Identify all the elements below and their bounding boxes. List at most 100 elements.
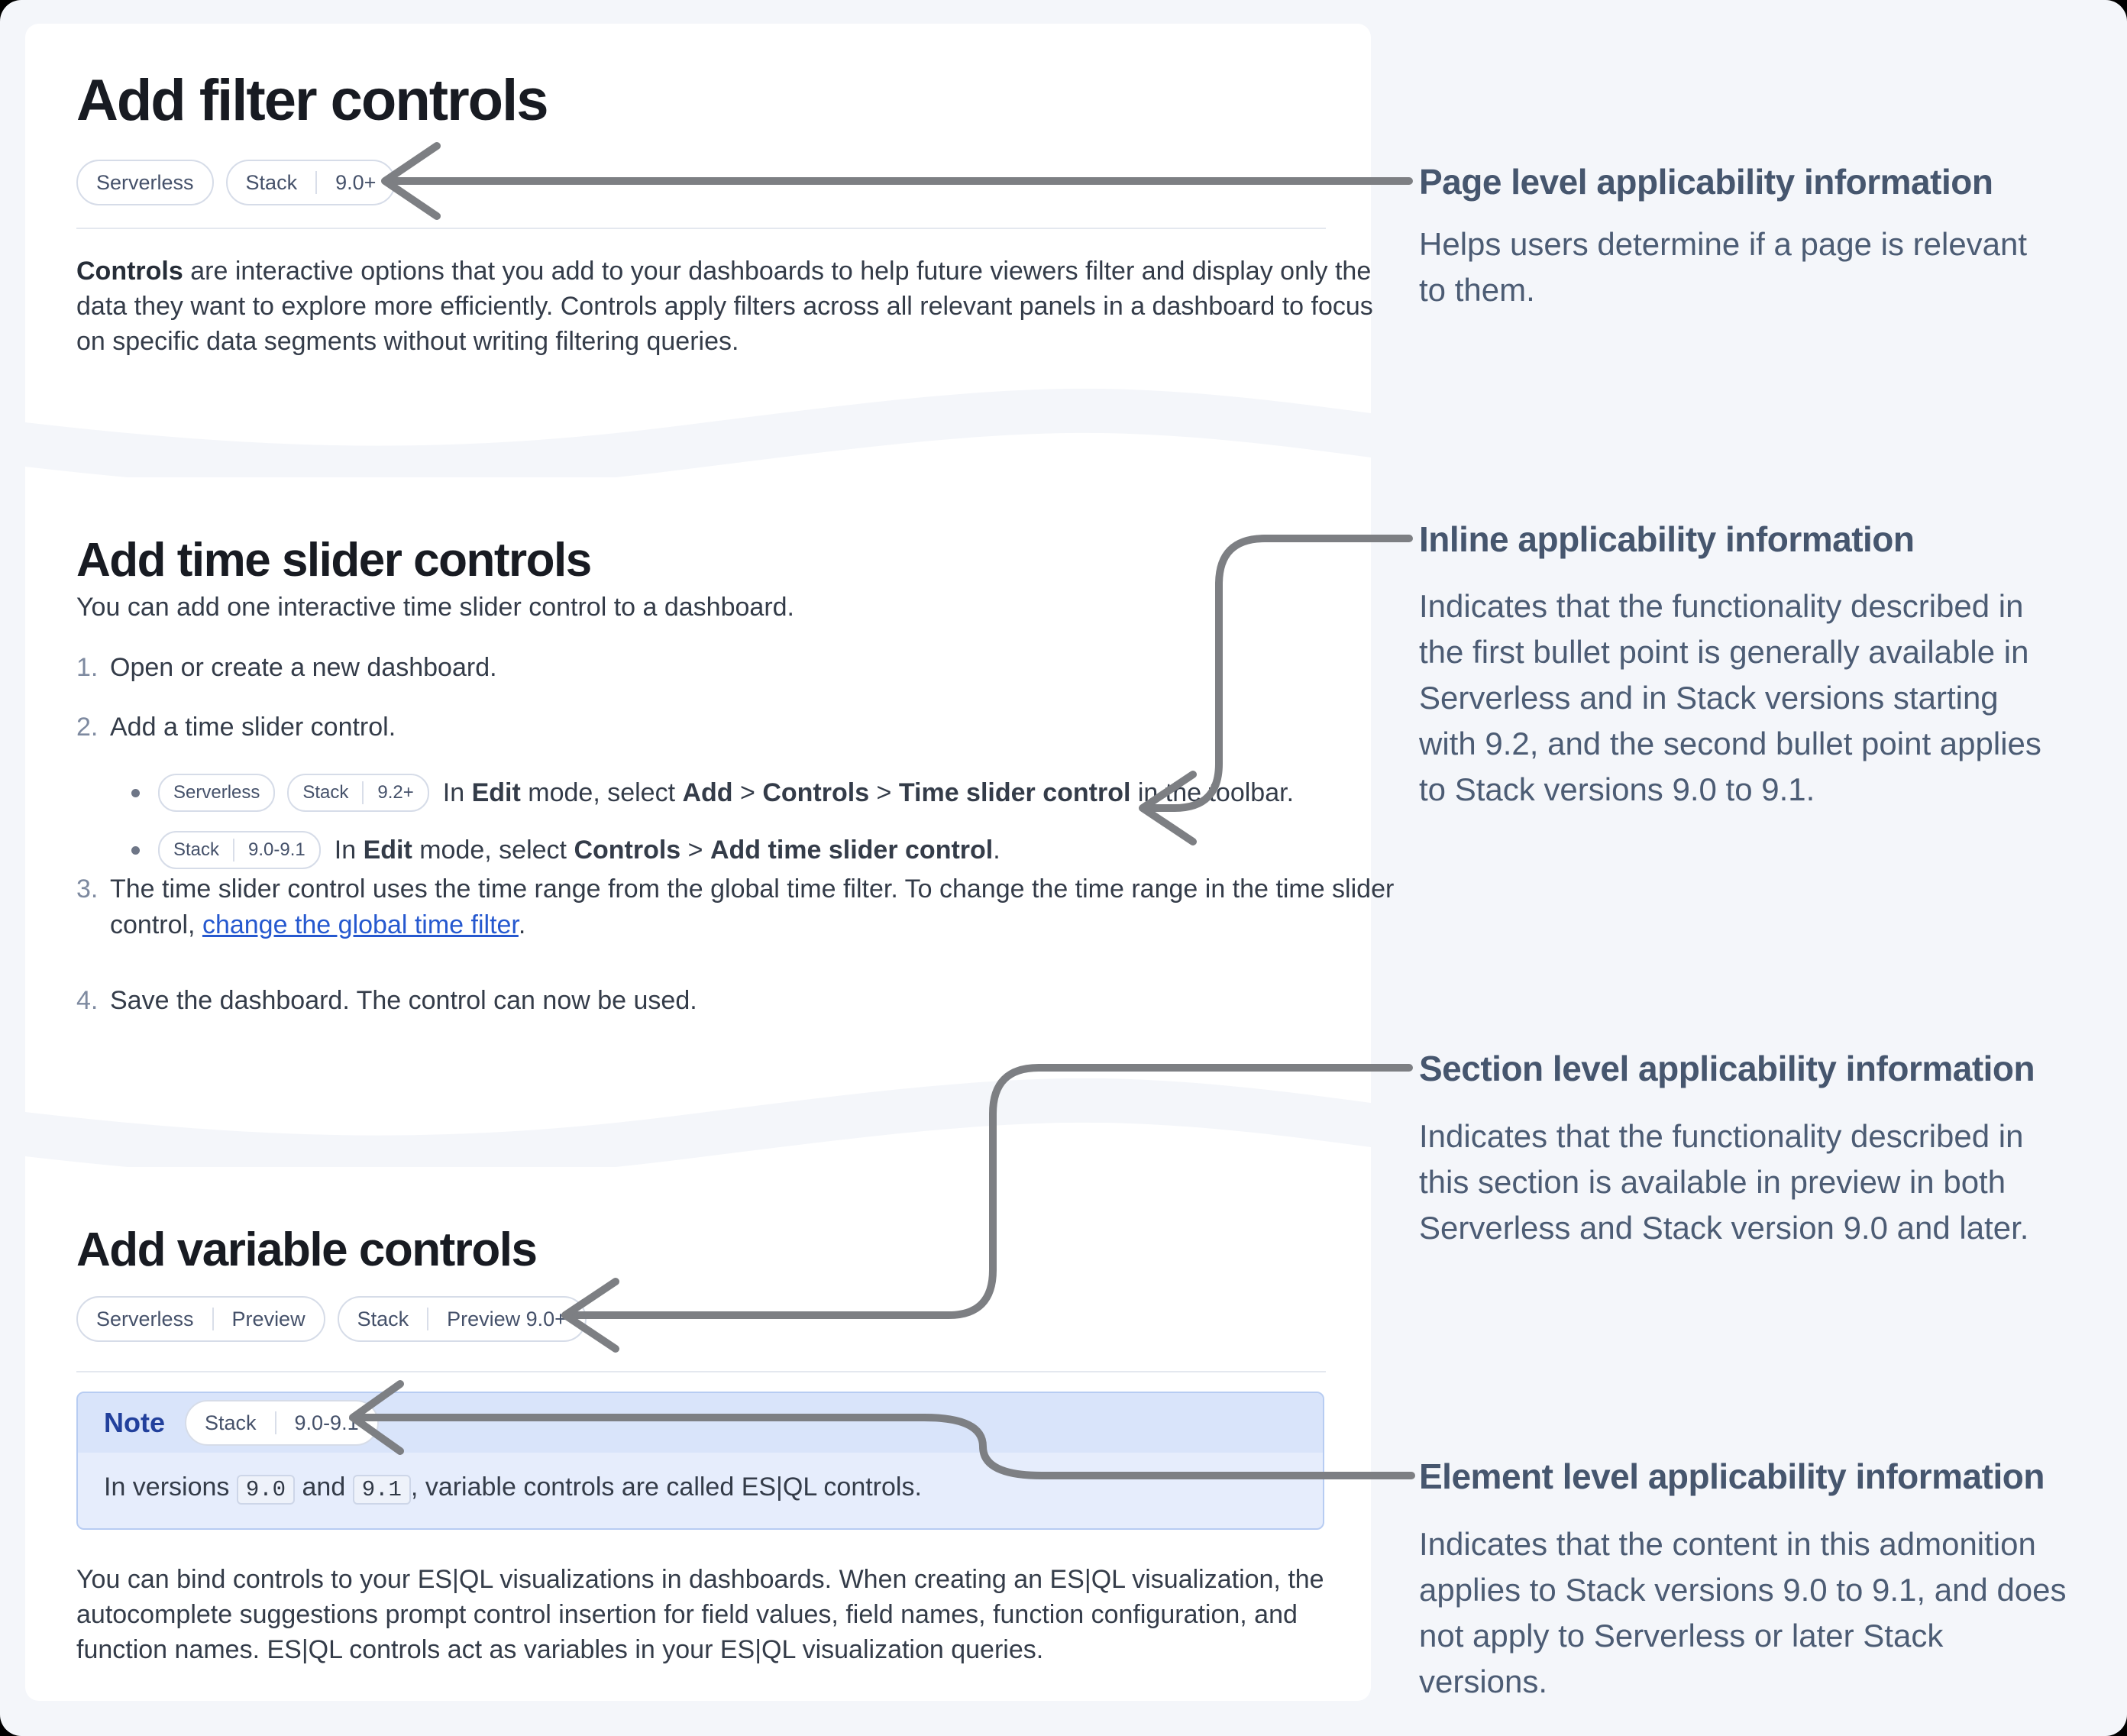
text: > <box>680 835 710 865</box>
text: Save the dashboard. The control can now … <box>110 986 697 1015</box>
annotation-line: Serverless and Stack version 9.0 and lat… <box>1419 1210 2029 1246</box>
text: The time slider control uses the time ra… <box>110 874 1395 904</box>
time-slider-intro: You can add one interactive time slider … <box>76 593 794 622</box>
badge-segment: 9.0-9.1 <box>294 1411 359 1434</box>
list-item-4: 4. Save the dashboard. The control can n… <box>76 983 697 1019</box>
annotation-line: this section is available in preview in … <box>1419 1164 2006 1200</box>
annotation-heading-inline: Inline applicability information <box>1419 519 1915 559</box>
text-line: data they want to explore more efficient… <box>76 289 1373 324</box>
annotation-line: to them. <box>1419 272 1535 308</box>
note-body: In versions 9.0 and 9.1, variable contro… <box>78 1453 1323 1528</box>
annotation-body-inline: Indicates that the functionality describ… <box>1419 584 2041 813</box>
badge-divider <box>233 839 235 862</box>
bold-text: Controls <box>574 835 681 865</box>
bullet-icon <box>131 845 140 855</box>
badge-segment: Stack <box>357 1307 409 1330</box>
text: Open or create a new dashboard. <box>110 653 497 682</box>
annotation-line: Indicates that the functionality describ… <box>1419 588 2024 624</box>
annotation-heading-page-level: Page level applicability information <box>1419 162 1993 202</box>
list-number: 3. <box>76 874 99 904</box>
annotation-line: Helps users determine if a page is relev… <box>1419 226 2028 262</box>
section-title-variable: Add variable controls <box>76 1224 538 1276</box>
applicability-badge: Serverless Preview <box>76 1296 325 1342</box>
badge-segment: Serverless <box>96 1307 194 1330</box>
global-time-filter-link[interactable]: change the global time filter <box>202 910 519 939</box>
code-chip: 9.1 <box>352 1475 411 1505</box>
text: , variable controls are called ES|QL con… <box>410 1473 922 1502</box>
text: . <box>518 910 526 939</box>
text-line: Save the dashboard. The control can now … <box>110 983 697 1019</box>
annotation-body-element-level: Indicates that the content in this admon… <box>1419 1521 2067 1705</box>
text: In <box>334 835 364 865</box>
text: data they want to explore more efficient… <box>76 292 1373 321</box>
badge-divider <box>427 1308 429 1330</box>
bold-text: Controls <box>76 257 183 286</box>
bold-text: Add <box>682 777 733 807</box>
list-item-1: 1. Open or create a new dashboard. <box>76 650 497 686</box>
text: in the toolbar. <box>1130 777 1295 807</box>
bold-text: Controls <box>762 777 870 807</box>
text-line: Open or create a new dashboard. <box>110 650 497 686</box>
text: > <box>732 777 763 807</box>
inline-badges: Serverless Stack 9.2+ <box>158 774 429 812</box>
wave-divider <box>25 388 1371 477</box>
text-line: Controls are interactive options that yo… <box>76 254 1371 289</box>
badge-segment: Preview <box>231 1307 305 1330</box>
annotation-line: not apply to Serverless or later Stack <box>1419 1618 1944 1654</box>
text-line: autocomplete suggestions prompt control … <box>76 1597 1298 1632</box>
text-line: Add a time slider control. <box>110 710 396 745</box>
text-line: You can bind controls to your ES|QL visu… <box>76 1562 1324 1597</box>
text: function names. ES|QL controls act as va… <box>76 1635 1044 1664</box>
text-line: on specific data segments without writin… <box>76 324 1298 359</box>
badge-segment: Serverless <box>173 782 260 803</box>
badge-segment: 9.2+ <box>377 782 414 803</box>
badge-segment: 9.0-9.1 <box>248 839 305 860</box>
badge-divider <box>274 1411 276 1434</box>
annotation-line: Indicates that the functionality describ… <box>1419 1118 2024 1154</box>
list-number: 2. <box>76 713 99 742</box>
inline-badges: Stack 9.0-9.1 <box>158 831 321 869</box>
badge-segment: Stack <box>245 170 298 194</box>
list-item-3: 3. The time slider control uses the time… <box>76 871 1394 943</box>
annotation-body-page-level: Helps users determine if a page is relev… <box>1419 221 2027 313</box>
badge-segment: Stack <box>173 839 220 860</box>
text: mode, select <box>520 777 683 807</box>
esql-paragraph: You can bind controls to your ES|QL visu… <box>76 1562 1324 1667</box>
applicability-badge: Serverless <box>76 160 214 205</box>
bold-text: Add time slider control <box>710 835 994 865</box>
text: In versions <box>104 1473 237 1502</box>
annotation-line: with 9.2, and the second bullet point ap… <box>1419 726 2041 761</box>
code-chip: 9.0 <box>236 1475 296 1505</box>
list-number: 4. <box>76 986 99 1015</box>
applicability-badge: Serverless <box>158 774 276 812</box>
annotation-line: to Stack versions 9.0 to 9.1. <box>1419 771 1815 807</box>
annotation-line: Serverless and in Stack versions startin… <box>1419 680 1999 716</box>
text: Add a time slider control. <box>110 713 396 742</box>
divider <box>76 1371 1326 1372</box>
list-item-2: 2. Add a time slider control. <box>76 710 396 745</box>
annotation-line: Indicates that the content in this admon… <box>1419 1526 2036 1562</box>
badge-segment: Stack <box>302 782 349 803</box>
annotation-line: applies to Stack versions 9.0 to 9.1, an… <box>1419 1572 2067 1608</box>
divider <box>76 228 1326 229</box>
annotation-heading-section-level: Section level applicability information <box>1419 1049 2035 1088</box>
badge-divider <box>315 171 318 194</box>
text: on specific data segments without writin… <box>76 327 739 356</box>
text-line: control, change the global time filter. <box>110 907 1394 943</box>
text: are interactive options that you add to … <box>183 257 1372 286</box>
section-title-time-slider: Add time slider controls <box>76 534 592 587</box>
list-number: 1. <box>76 653 99 682</box>
text-line: The time slider control uses the time ra… <box>110 871 1394 907</box>
intro-paragraph: Controls are interactive options that yo… <box>76 254 1373 359</box>
badge-segment: 9.0+ <box>335 170 377 194</box>
badge-segment: Serverless <box>96 170 194 194</box>
bold-text: Edit <box>471 777 521 807</box>
bullet-icon <box>131 788 140 797</box>
